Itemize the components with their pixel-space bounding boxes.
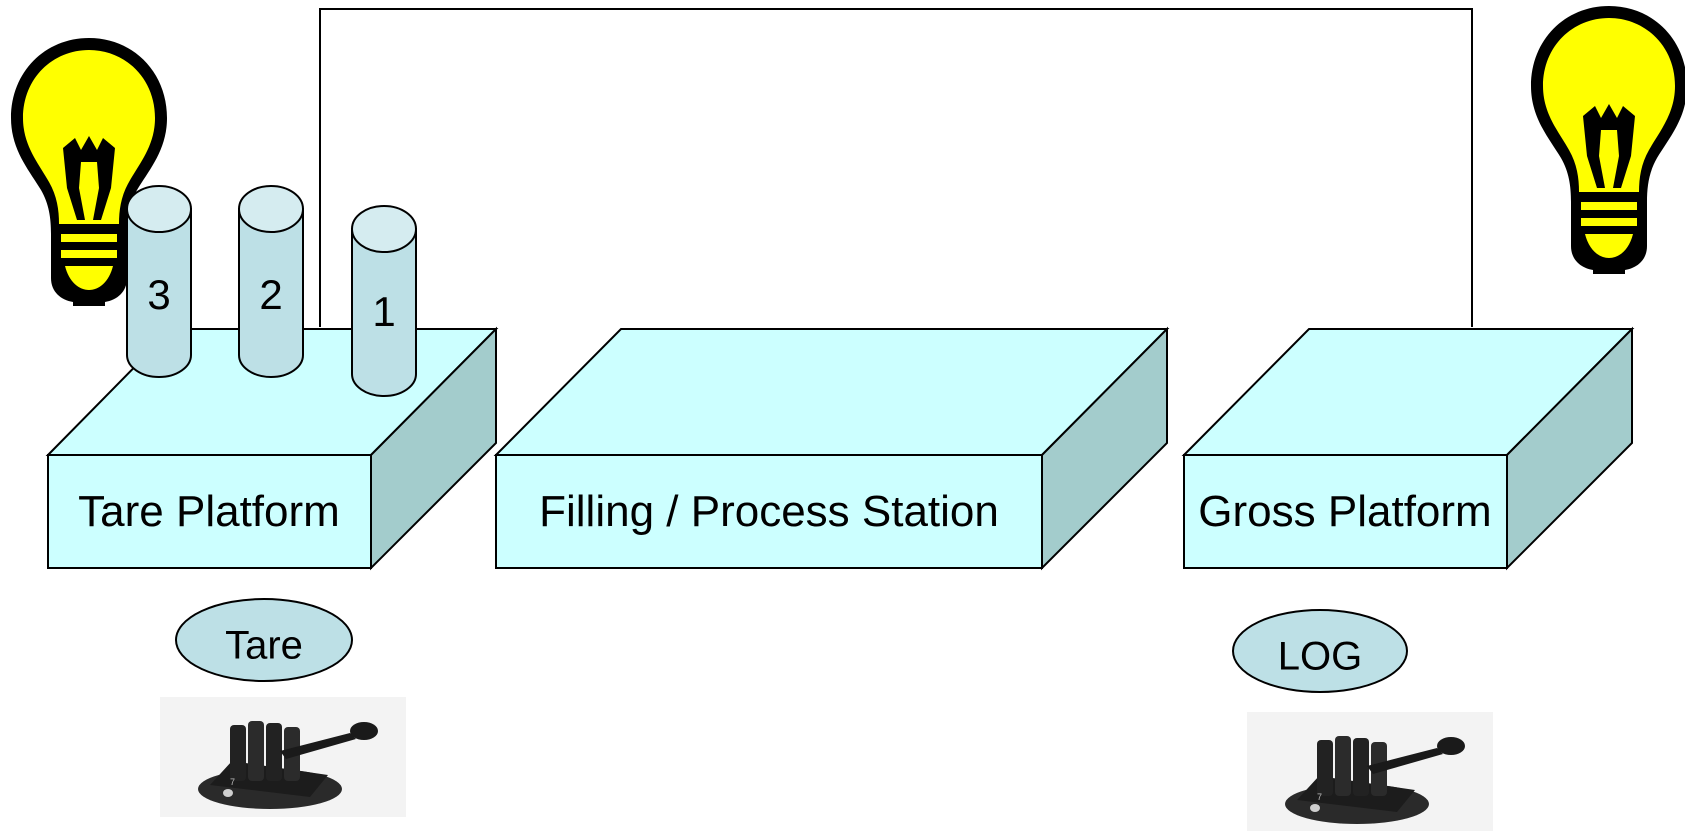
tare-button-label: Tare [225,624,303,668]
foot-pedal-switch-icon[interactable] [160,697,406,817]
log-button[interactable]: LOG [1232,609,1408,693]
filling-station-label: Filling / Process Station [539,487,999,536]
gross-platform[interactable]: Gross Platform [1181,326,1635,571]
container-3[interactable]: 3 [126,185,192,378]
gross-platform-label: Gross Platform [1198,487,1491,536]
container-label: 3 [147,271,170,318]
container-label: 2 [259,271,282,318]
container-2[interactable]: 2 [238,185,304,378]
container-1[interactable]: 1 [351,205,417,397]
foot-pedal-switch-icon[interactable] [1247,712,1493,831]
signal-wire [319,8,1473,327]
tare-platform-label: Tare Platform [78,487,340,536]
filling-process-station[interactable]: Filling / Process Station [493,326,1170,571]
container-label: 1 [372,288,395,335]
log-button-label: LOG [1278,635,1362,679]
tare-button[interactable]: Tare [175,598,353,682]
light-bulb-icon [1531,6,1685,274]
